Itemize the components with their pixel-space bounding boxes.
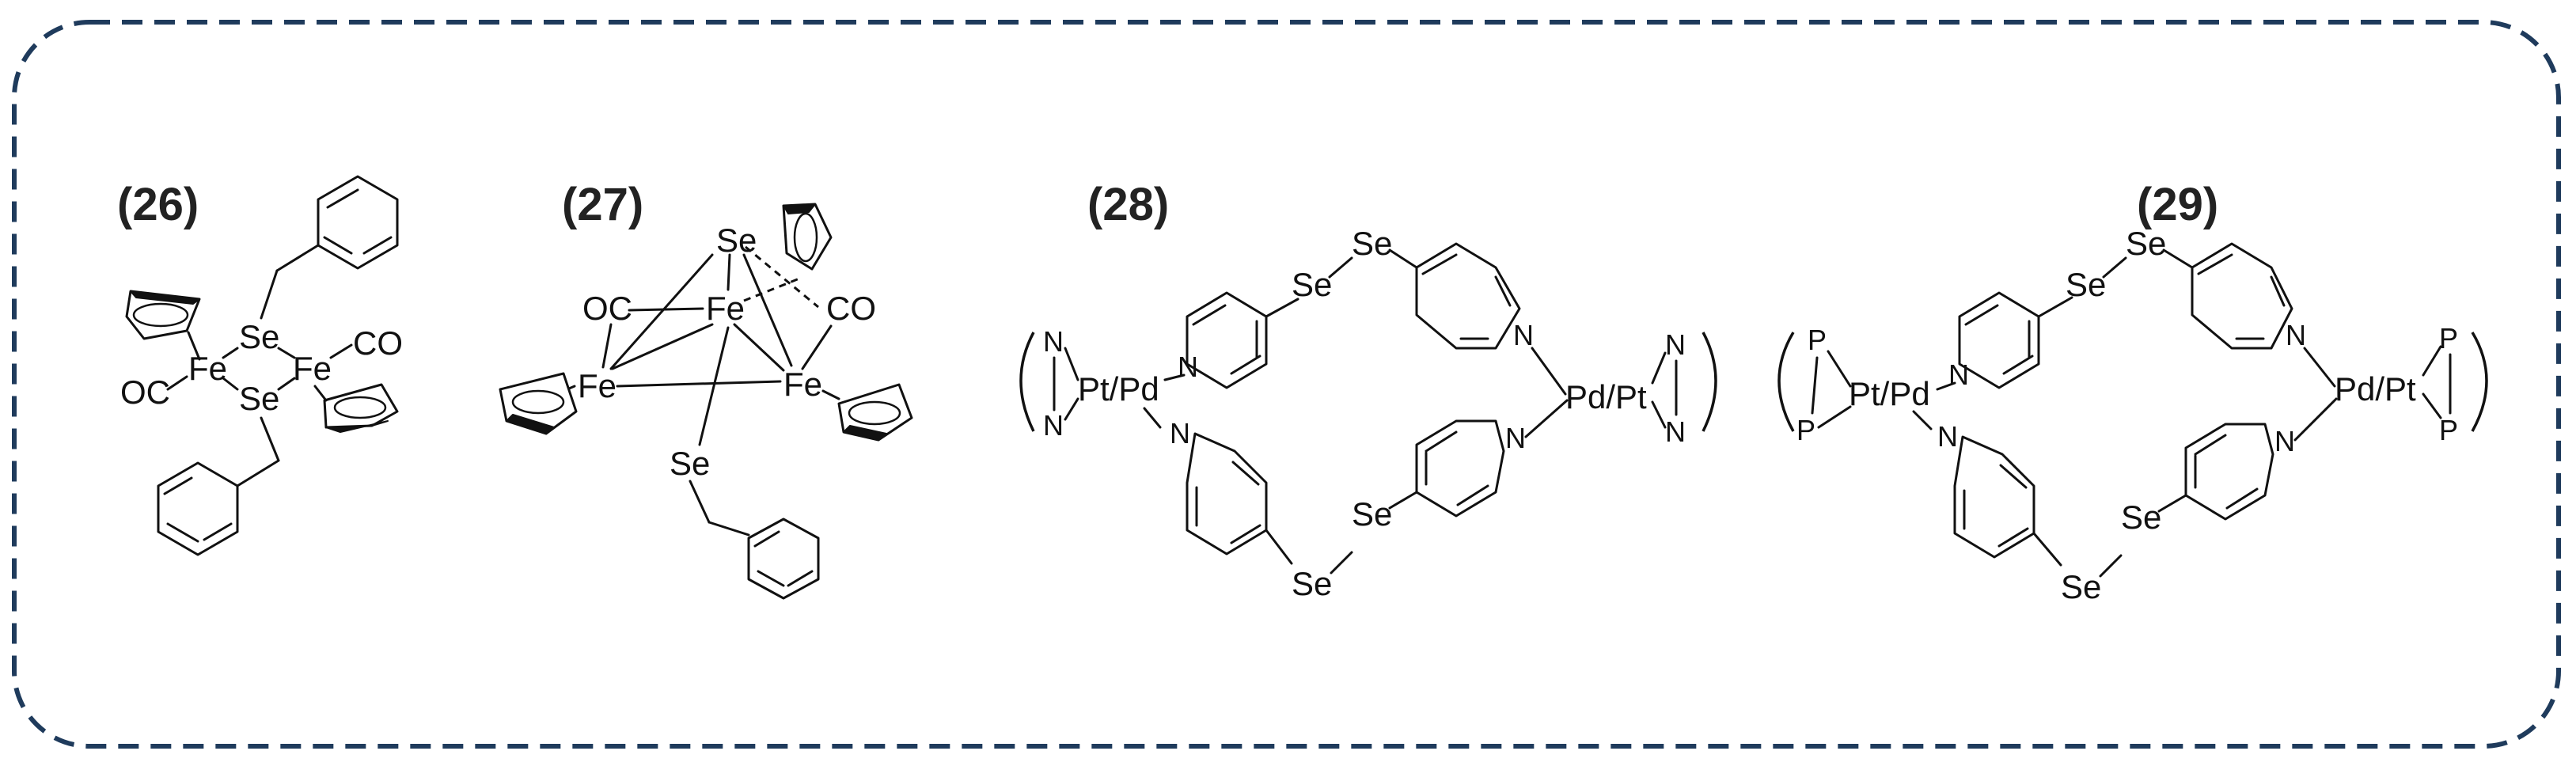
atom-fe: Fe xyxy=(706,290,745,327)
pyridine-ring xyxy=(1958,291,2040,389)
compound-label-26: (26) xyxy=(117,179,199,230)
atom-se: Se xyxy=(1292,565,1332,602)
atom-co: CO xyxy=(826,290,876,327)
atom-metal-right: Pd/Pt xyxy=(2335,370,2416,408)
atom-fe: Fe xyxy=(578,367,616,404)
compound-26: (26) Se Se Fe Fe OC CO xyxy=(117,175,403,556)
atom-p-donor: P xyxy=(2439,322,2458,355)
pyridine-ring xyxy=(1415,242,1521,350)
atom-se: Se xyxy=(2126,225,2166,262)
pyridine-ring xyxy=(1953,435,2035,559)
atom-p-donor: P xyxy=(1796,414,1815,446)
cyclopentadienyl-ring xyxy=(837,383,913,442)
atom-n-pyridine: N xyxy=(1170,417,1190,449)
benzene-ring xyxy=(747,518,820,600)
atom-n-pyridine: N xyxy=(1505,422,1526,454)
atom-metal-left: Pt/Pd xyxy=(1078,370,1159,408)
atom-n-donor: N xyxy=(1043,325,1064,358)
atom-fe: Fe xyxy=(188,350,227,387)
atom-se: Se xyxy=(239,380,279,417)
pyridine-ring xyxy=(2184,423,2274,521)
atom-n-pyridine: N xyxy=(1513,319,1534,351)
atom-n-pyridine: N xyxy=(1948,358,1969,391)
atom-n-donor: N xyxy=(1665,328,1686,361)
cyclopentadienyl-ring xyxy=(323,383,399,429)
atom-se: Se xyxy=(716,222,757,259)
pyridine-ring xyxy=(1415,419,1505,518)
atom-se: Se xyxy=(2066,266,2106,303)
dashed-frame xyxy=(12,20,2561,749)
atom-se: Se xyxy=(1292,266,1332,303)
compound-27: (27) Se Fe Fe Fe OC CO Se xyxy=(499,179,913,600)
benzene-ring xyxy=(157,461,239,556)
compound-29: (29) P P Pt/Pd N Se Se N Pd/Pt P P xyxy=(1777,179,2488,605)
atom-se: Se xyxy=(670,445,710,482)
atom-n-pyridine: N xyxy=(2286,319,2306,351)
atom-n-pyridine: N xyxy=(1937,420,1958,453)
atom-n-pyridine: N xyxy=(1178,351,1198,383)
pyridine-ring xyxy=(1186,291,1268,389)
atom-p-donor: P xyxy=(2439,414,2458,446)
compound-label-27: (27) xyxy=(562,179,643,230)
pyridine-ring xyxy=(1186,432,1268,556)
atom-n-donor: N xyxy=(1665,415,1686,448)
atom-se: Se xyxy=(2061,568,2101,605)
atom-se: Se xyxy=(1352,225,1392,262)
atom-fe: Fe xyxy=(783,366,822,403)
atom-oc: OC xyxy=(582,290,632,327)
atom-oc: OC xyxy=(120,374,170,411)
atom-metal-right: Pd/Pt xyxy=(1565,378,1647,415)
compound-label-29: (29) xyxy=(2137,179,2218,230)
atom-se: Se xyxy=(2121,499,2161,536)
atom-n-donor: N xyxy=(1043,409,1064,442)
atom-n-pyridine: N xyxy=(2274,425,2295,457)
compound-label-28: (28) xyxy=(1087,179,1169,230)
benzene-ring xyxy=(317,175,399,270)
atom-co: CO xyxy=(353,324,403,362)
compound-28: (28) N N Pt/Pd N Se Se N Pd/Pt N N xyxy=(1019,179,1717,602)
atom-fe: Fe xyxy=(293,350,332,387)
pyridine-ring xyxy=(2191,242,2293,350)
atom-se: Se xyxy=(239,318,279,355)
atom-metal-left: Pt/Pd xyxy=(1849,375,1930,412)
atom-p-donor: P xyxy=(1808,324,1827,356)
atom-se: Se xyxy=(1352,495,1392,533)
